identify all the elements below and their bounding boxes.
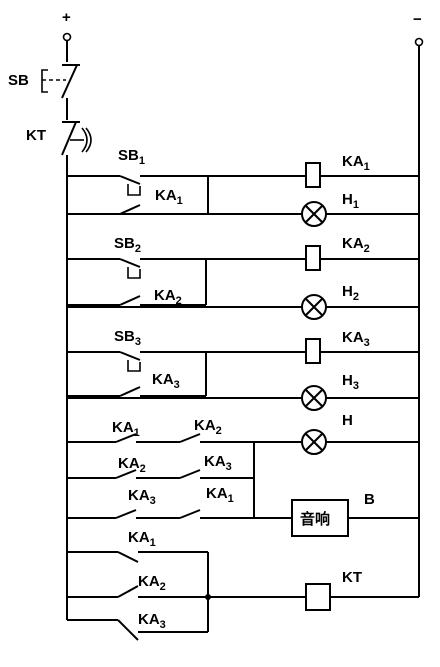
ka3-kt-contact [117,619,208,641]
h-alarm-lamp [301,429,327,455]
sb2-label: SB2 [114,235,141,255]
ka3-holding-contact [119,386,206,397]
ka3-coil [305,338,321,364]
h3-label: H3 [342,372,359,392]
g2-ka1-label: KA1 [206,485,234,505]
h-label: H [342,412,353,429]
h1-lamp [301,201,327,227]
sb1-label: SB1 [118,147,145,167]
ka3-coil-label: KA3 [342,329,370,349]
kt-coil-label: KT [342,569,362,586]
ka3-ka1-series-contacts [115,509,292,519]
sb3-label: SB3 [114,328,141,348]
negative-terminal [414,37,424,47]
g1-ka2-label: KA2 [194,417,222,437]
buzzer-label: B [364,491,375,508]
ka2-holding-contact [119,295,206,306]
positive-terminal [62,32,72,42]
ka1-hold-label: KA1 [155,187,183,207]
h3-lamp [301,385,327,411]
ka2-hold-label: KA2 [154,287,182,307]
sb1-pushbutton [119,175,208,196]
sb3-pushbutton [119,351,206,372]
ka2-coil [305,245,321,271]
kt-contact-label: KT [26,127,46,144]
sb-label: SB [8,72,29,89]
g3-ka3-label: KA3 [138,611,166,631]
buzzer-text: 音响 [300,510,330,528]
ka2-coil-label: KA2 [342,235,370,255]
kt-delay-contact [61,121,92,620]
ka1-coil [305,162,321,188]
g1-ka1-label: KA1 [112,419,140,439]
kt-coil [305,583,331,611]
h2-label: H2 [342,283,359,303]
ka1-kt-contact [117,551,208,563]
negative-terminal-label: − [413,11,422,28]
buzzer-b: 音响 [291,499,349,537]
sb2-pushbutton [119,258,206,279]
g3-ka1-label: KA1 [128,529,156,549]
ka1-ka2-series-contacts [115,433,302,443]
h2-lamp [301,294,327,320]
ka2-ka3-series-contacts [115,469,254,479]
h1-label: H1 [342,191,359,211]
g1-ka3-label: KA3 [204,453,232,473]
ka1-holding-contact [119,204,208,215]
g3-ka2-label: KA2 [138,573,166,593]
g2-ka3-label: KA3 [128,487,156,507]
positive-terminal-label: + [62,9,71,26]
ka3-hold-label: KA3 [152,371,180,391]
g1-ka2b-label: KA2 [118,455,146,475]
ka1-coil-label: KA1 [342,153,370,173]
ka2-kt-contact [117,585,306,598]
stop-button-sb [41,64,80,120]
